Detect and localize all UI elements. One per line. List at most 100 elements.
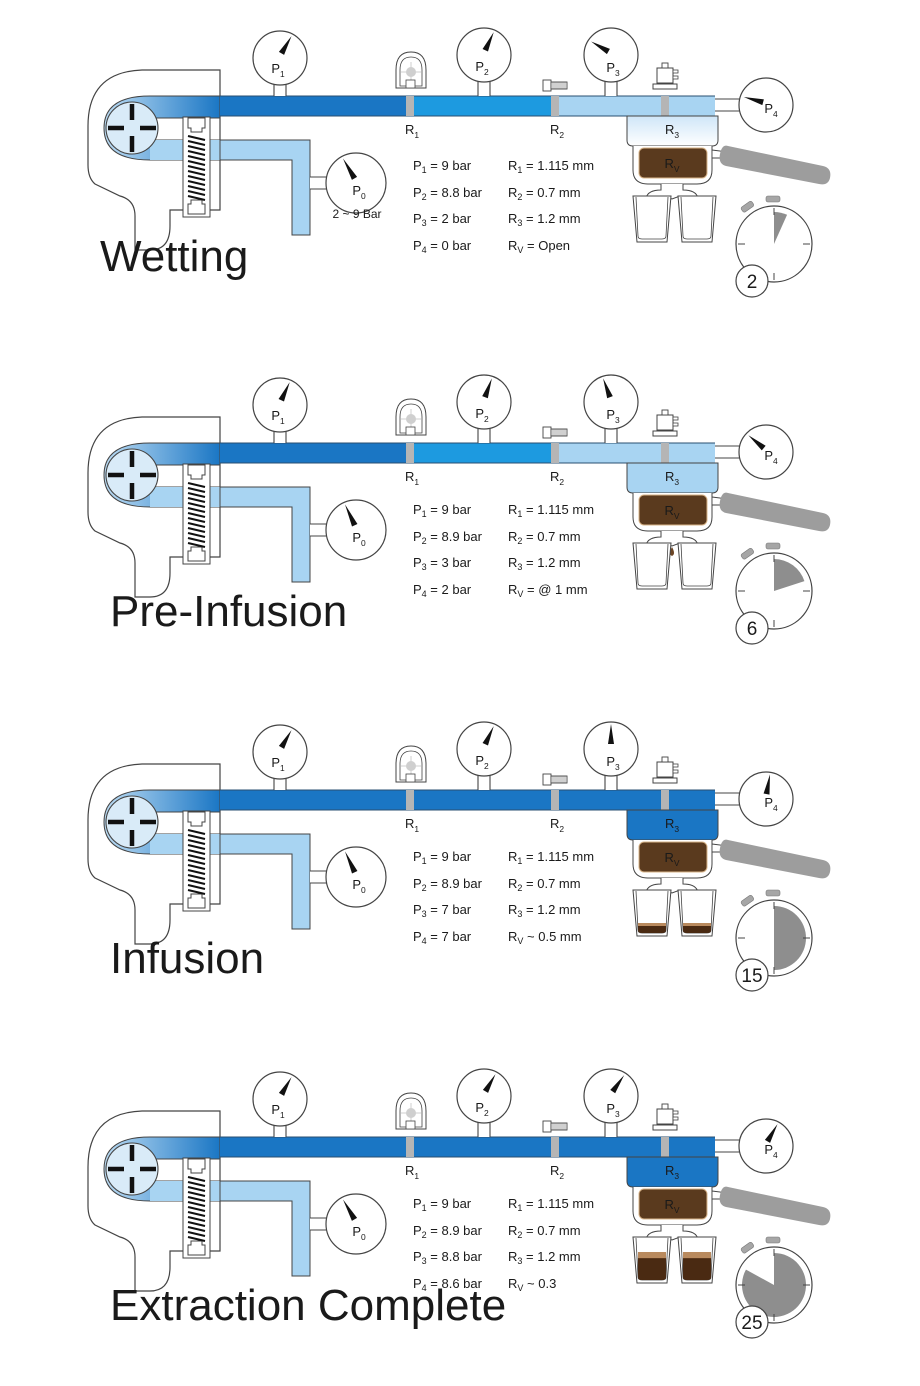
- restrictor-rv-label: RV: [664, 503, 679, 521]
- impeller: [105, 448, 159, 502]
- stage-title: Wetting: [100, 232, 249, 281]
- opv-top-cap: [187, 811, 206, 827]
- gauge-stem: [310, 523, 327, 537]
- spring-coil: [187, 874, 206, 880]
- gauge-stem: [604, 1122, 618, 1137]
- spring-coil: [187, 854, 206, 860]
- solenoid-valve-icon: [652, 62, 679, 90]
- opv-bottom-cap: [187, 1240, 206, 1256]
- pump-range-label: 2 ~ 9 Bar: [332, 207, 381, 221]
- reading-value: = 9 bar: [426, 502, 472, 517]
- pipe-segment-2: [410, 443, 555, 463]
- espresso-cup-2: [677, 195, 717, 243]
- gauge-label: P0: [352, 530, 366, 548]
- reading-value: = 9 bar: [426, 849, 472, 864]
- stopwatch-button-side: [740, 548, 754, 560]
- regulator-inner: [399, 750, 423, 781]
- reading-symbol: P: [413, 902, 422, 917]
- pressure-reading: P2 = 8.8 bar: [413, 182, 482, 209]
- spring-coil: [187, 522, 206, 528]
- restrictor-r1-band: [406, 790, 414, 810]
- reading-symbol: R: [508, 1275, 518, 1291]
- reading-value: = 2 bar: [426, 581, 472, 597]
- gauge-dial: [252, 1071, 308, 1127]
- opv-spring: [187, 829, 206, 895]
- reading-subscript: 2: [517, 191, 523, 202]
- gauge-stem-fill: [715, 99, 740, 111]
- gauge-dial: [456, 374, 512, 430]
- gauge-p1: P1: [252, 377, 308, 443]
- reading-value: = 1.115 mm: [522, 502, 595, 517]
- gauge-dial: [252, 30, 308, 86]
- restrictor-rv-label: RV: [664, 156, 679, 174]
- gauge-label: P4: [764, 1142, 778, 1160]
- coffee-crema: [638, 1252, 666, 1259]
- spring-coil: [187, 844, 206, 850]
- solenoid-body: [656, 67, 674, 84]
- needle-valve-r2-icon: [542, 79, 568, 92]
- spring-coil: [187, 884, 206, 890]
- screw-head: [542, 773, 552, 786]
- spring-coil: [187, 492, 206, 498]
- solenoid-cap: [661, 409, 669, 416]
- reading-symbol: R: [508, 211, 518, 226]
- gauge-stem: [715, 1139, 740, 1153]
- pump-housing: [87, 416, 221, 598]
- restrictor-r1-label: R1: [405, 122, 419, 140]
- opv-top-cap: [187, 117, 206, 133]
- needle-valve-r2-icon: [542, 1120, 568, 1133]
- cup-outer: [632, 195, 672, 243]
- reading-subscript: V: [517, 244, 524, 255]
- gauge-needle: [278, 382, 290, 402]
- reading-symbol: P: [413, 184, 422, 200]
- solenoid-body: [656, 1108, 674, 1125]
- gauge-needle: [603, 378, 613, 399]
- coffee-bed: [638, 147, 708, 179]
- solenoid-cap: [661, 756, 669, 763]
- pressure-reading: P1 = 9 bar: [413, 846, 482, 873]
- spring-coil: [187, 1201, 206, 1207]
- solenoid-base: [652, 1124, 678, 1131]
- gauge-p4: P4: [715, 77, 794, 133]
- gauge-dial: [456, 1068, 512, 1124]
- gauge-stem-fill: [274, 777, 286, 790]
- gauge-stem-fill: [274, 430, 286, 443]
- gauge-needle: [610, 1075, 625, 1094]
- gauge-label: P1: [271, 755, 285, 773]
- gauge-needle: [743, 97, 764, 106]
- pipe-segment-2: [410, 1137, 555, 1157]
- stopwatch-button-top: [765, 542, 781, 550]
- pressure-reading: P4 = 7 bar: [413, 926, 482, 953]
- opv-bottom-cap: [187, 199, 206, 215]
- coffee-crema: [683, 923, 711, 926]
- reading-subscript: 2: [517, 882, 523, 893]
- gauge-needle: [482, 32, 494, 52]
- solenoid-base: [652, 430, 678, 437]
- gauge-label: P1: [271, 61, 285, 79]
- cup-inner: [680, 196, 714, 240]
- solenoid-valve-icon: [652, 1103, 679, 1131]
- reading-subscript: 1: [517, 165, 523, 175]
- gauge-needle: [764, 1124, 778, 1143]
- stopwatch-button-side: [740, 895, 754, 907]
- pressure-reading: P4 = 0 bar: [413, 235, 482, 262]
- reading-subscript: 2: [421, 1229, 427, 1240]
- gauge-needle: [345, 504, 358, 527]
- spout: [645, 1225, 699, 1241]
- spring-coil: [187, 834, 206, 840]
- reading-value: = 1.2 mm: [522, 902, 581, 917]
- espresso-cup-2: [677, 889, 717, 937]
- gauge-stem: [604, 81, 618, 96]
- stopwatch-seconds-badge: [735, 264, 769, 298]
- pressure-reading: P4 = 8.6 bar: [413, 1273, 482, 1300]
- gauge-p3: P3: [583, 1068, 639, 1137]
- reading-symbol: P: [413, 1249, 422, 1264]
- gauge-stem-fill: [478, 427, 490, 443]
- restrictor-rv-label: RV: [664, 1197, 679, 1215]
- restrictor-rv-label: RV: [664, 850, 679, 868]
